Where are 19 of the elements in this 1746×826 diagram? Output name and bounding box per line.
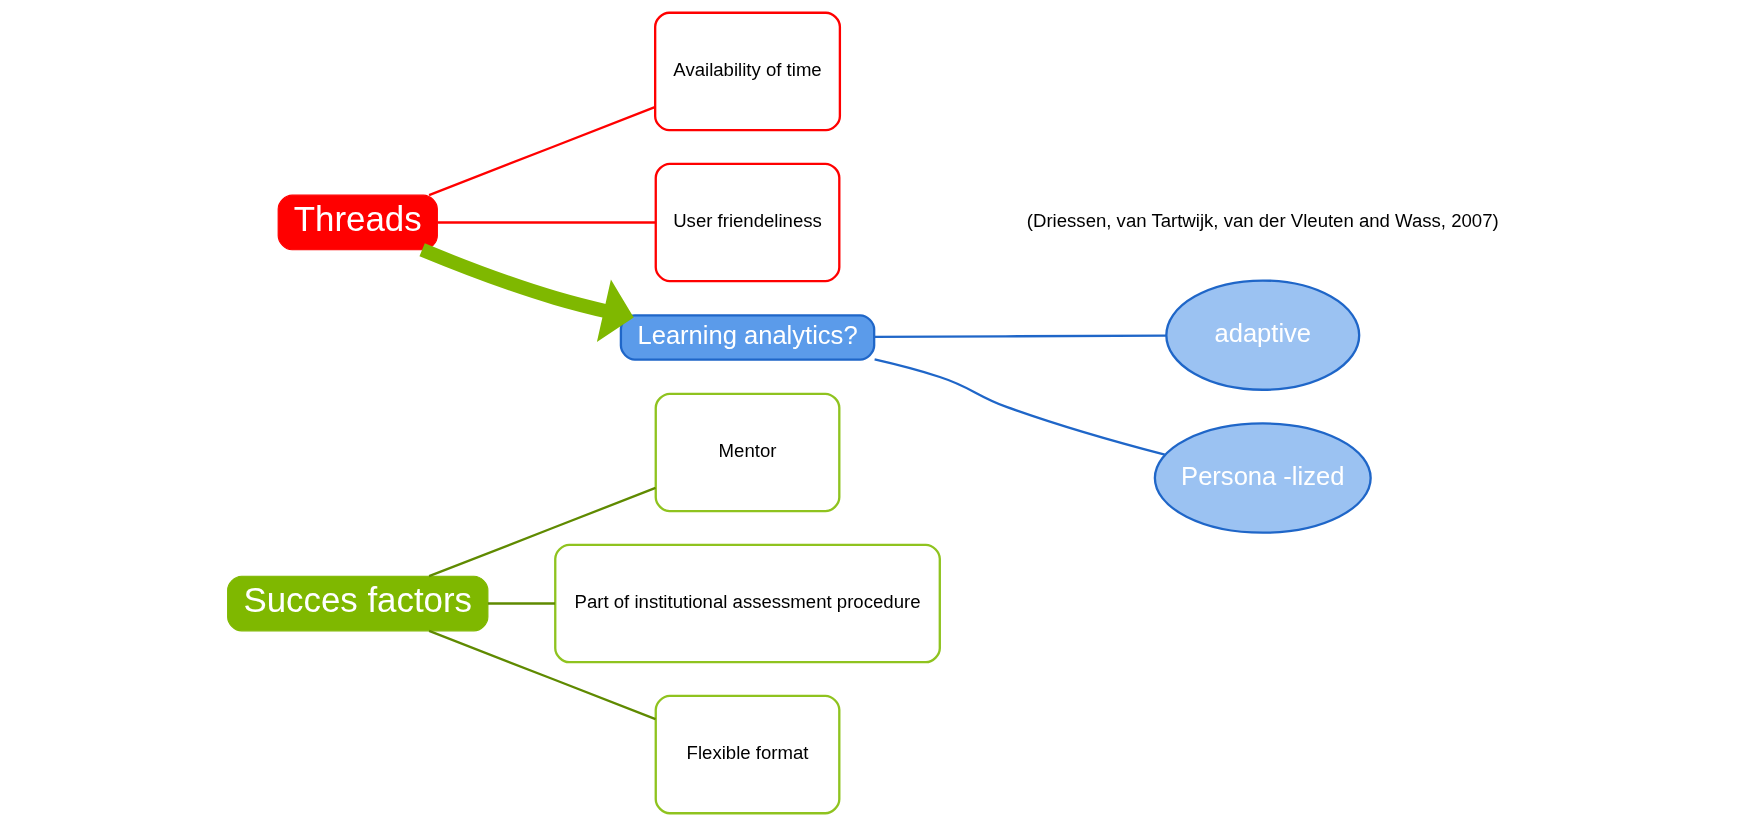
node-ellipse: Persona -lized xyxy=(1153,422,1372,534)
node-box: Learning analytics? xyxy=(619,314,876,361)
connector xyxy=(428,486,656,578)
node-box: Threads xyxy=(277,194,438,251)
connector xyxy=(874,334,1166,339)
node-ellipse: adaptive xyxy=(1165,279,1361,391)
node-box: Flexible format xyxy=(654,694,841,815)
connector xyxy=(487,602,556,605)
arrow xyxy=(419,243,634,343)
connector xyxy=(428,106,656,197)
node-box: Part of institutional assessment procedure xyxy=(554,543,941,664)
connector xyxy=(437,221,656,224)
connector xyxy=(874,358,1166,456)
node-box: Mentor xyxy=(654,392,841,513)
node-box: User friendeliness xyxy=(654,162,841,283)
connector xyxy=(428,629,656,721)
label: (Driessen, van Tartwijk, van der Vleuten and Wass, 2007) xyxy=(1026,209,1499,231)
node-box: Succes factors xyxy=(227,575,489,632)
node-box: Availability of time xyxy=(654,11,842,132)
